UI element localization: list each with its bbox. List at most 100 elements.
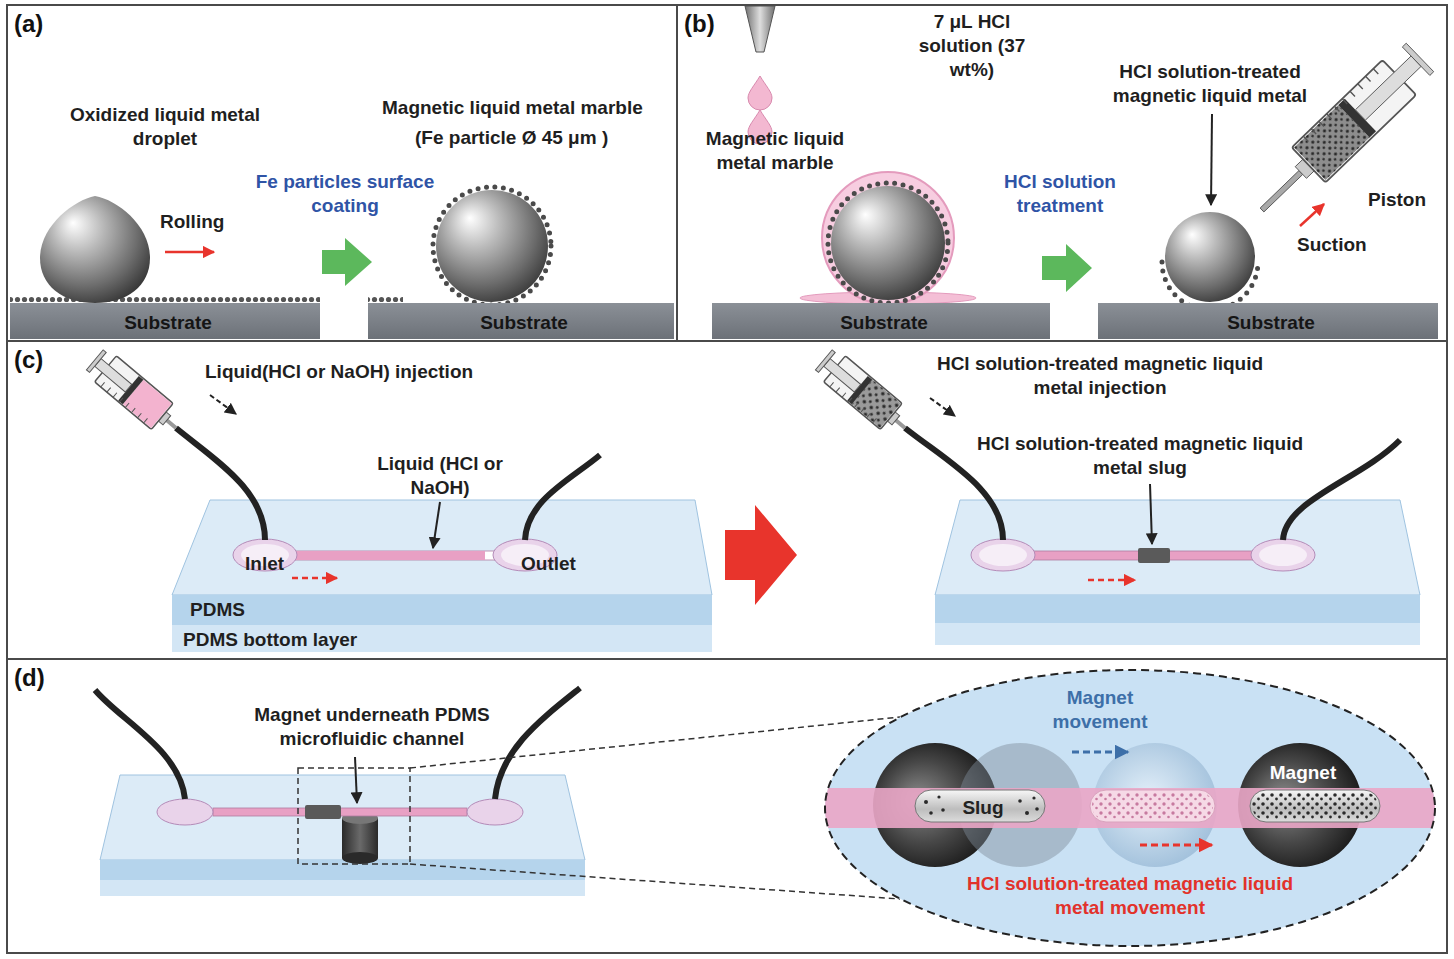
fe-particles <box>941 808 945 812</box>
zoom-content <box>820 743 1440 867</box>
pdms-bottom-layer <box>935 623 1420 645</box>
zoom-box <box>298 768 410 864</box>
slug-pill: Slug <box>915 789 1045 823</box>
callout-text: HCl solution-treated magnetic liquid met… <box>935 352 1265 400</box>
magnet-disc <box>1093 743 1217 867</box>
figure-panel: (d)SlugMagnet <box>6 658 1448 954</box>
syringe <box>815 350 835 372</box>
callout-text: HCl solution treatment <box>980 170 1140 218</box>
syringe <box>95 359 132 392</box>
channel-liquid <box>295 551 485 560</box>
callout-text: Outlet <box>521 552 576 576</box>
liquid-metal-slug <box>1138 548 1170 563</box>
hcl-drop <box>748 76 772 110</box>
callout-text: Magnetic liquid metal marble <box>382 96 643 120</box>
substrate-bar: Substrate <box>10 303 320 339</box>
callout-text: Magnet underneath PDMS microfluidic chan… <box>241 703 503 751</box>
fe-particle-layer <box>368 295 403 303</box>
callout-text: PDMS bottom layer <box>183 628 357 652</box>
callout-text: Liquid (HCl or NaOH) <box>368 452 513 500</box>
shape-label: Substrate <box>480 312 568 334</box>
syringe <box>824 359 861 392</box>
fe-particles <box>1025 811 1029 815</box>
fe-particle-coating <box>828 183 948 303</box>
syringe <box>86 350 106 372</box>
panel-b-art <box>745 6 1437 310</box>
fe-particles <box>937 795 940 798</box>
fe-particles <box>1035 807 1039 811</box>
flow-arrow <box>292 577 337 580</box>
zoom-line <box>410 864 900 899</box>
pipette-tip <box>745 6 775 52</box>
callout-text: (Fe particle Ø 45 μm ) <box>415 126 608 150</box>
inlet-port <box>157 799 213 825</box>
callout-text: Liquid(HCl or NaOH) injection <box>205 360 473 384</box>
callout-text: Piston <box>1368 188 1426 212</box>
shape-label: Substrate <box>1227 312 1315 334</box>
outlet-port <box>1251 539 1315 571</box>
callout-text: HCl solution-treated magnetic liquid met… <box>1085 60 1335 108</box>
panel-a-art <box>10 187 551 305</box>
leader-arrow <box>1150 484 1152 544</box>
substrate-bar: Substrate <box>1098 303 1438 339</box>
callout-text: HCl solution-treated magnetic liquid met… <box>968 432 1313 480</box>
fe-particles <box>1252 792 1378 820</box>
inlet-port <box>979 544 1027 566</box>
inlet-port <box>971 539 1035 571</box>
callout-text: Suction <box>1297 233 1367 257</box>
liquid-metal-slug <box>305 805 341 819</box>
syringe <box>824 356 903 430</box>
fe-particle-coating <box>433 187 551 305</box>
fe-particles <box>929 811 933 815</box>
syringe <box>84 347 187 441</box>
liquid-metal-marble <box>436 190 548 302</box>
syringe <box>1402 43 1433 75</box>
pdms-chip-top <box>935 500 1420 595</box>
injection-arrow <box>930 398 955 416</box>
substrate-bar: Substrate <box>368 303 674 339</box>
callout-text: Fe particles surface coating <box>255 170 435 218</box>
callout-text: 7 μL HCl solution (37 wt%) <box>916 10 1028 81</box>
callout-text: PDMS <box>190 598 245 622</box>
panel-letter: (c) <box>14 346 43 374</box>
callout-text: Magnet movement <box>1045 686 1155 734</box>
slug-pill <box>915 790 1045 822</box>
callout-text: Inlet <box>245 552 284 576</box>
flow-arrow <box>1088 579 1135 582</box>
leader-arrow <box>355 757 357 803</box>
pdms-bottom-layer <box>100 880 585 896</box>
callout-text: HCl solution-treated magnetic liquid met… <box>955 872 1305 920</box>
panel-letter: (a) <box>14 10 43 38</box>
panel-d-art <box>95 670 1440 946</box>
fe-particle-layer <box>10 295 320 303</box>
panel-c-art <box>84 347 1420 652</box>
substrate-bar: Substrate <box>712 303 1050 339</box>
magnet-disc: Magnet <box>1238 743 1362 867</box>
rolling-arrow <box>165 251 214 254</box>
ghost-slug <box>1092 792 1213 820</box>
panel-letter: (b) <box>684 10 715 38</box>
tube <box>495 688 580 799</box>
tube <box>176 428 265 540</box>
pdms-layer <box>100 860 585 880</box>
callout-text: Rolling <box>160 210 224 234</box>
syringe <box>1260 171 1303 212</box>
pdms-chip-top <box>100 775 585 860</box>
leader-arrow <box>433 502 440 548</box>
pdms-layer <box>935 595 1420 623</box>
suction-arrow <box>1300 204 1324 226</box>
hcl-coat <box>822 172 954 304</box>
injection-arrow <box>210 395 236 414</box>
syringe <box>95 356 174 430</box>
syringe <box>830 382 877 423</box>
shape-label: Substrate <box>124 312 212 334</box>
syringe <box>101 382 148 423</box>
shape-label: Slug <box>962 797 1003 819</box>
magnet-motion-arrow <box>1072 751 1128 754</box>
slug-pill <box>1250 790 1380 822</box>
callout-text: Oxidized liquid metal droplet <box>40 103 290 151</box>
liquid-metal-droplet <box>40 196 150 303</box>
syringe <box>1355 56 1421 120</box>
tube <box>1283 440 1400 540</box>
magnet-cylinder <box>342 852 378 864</box>
